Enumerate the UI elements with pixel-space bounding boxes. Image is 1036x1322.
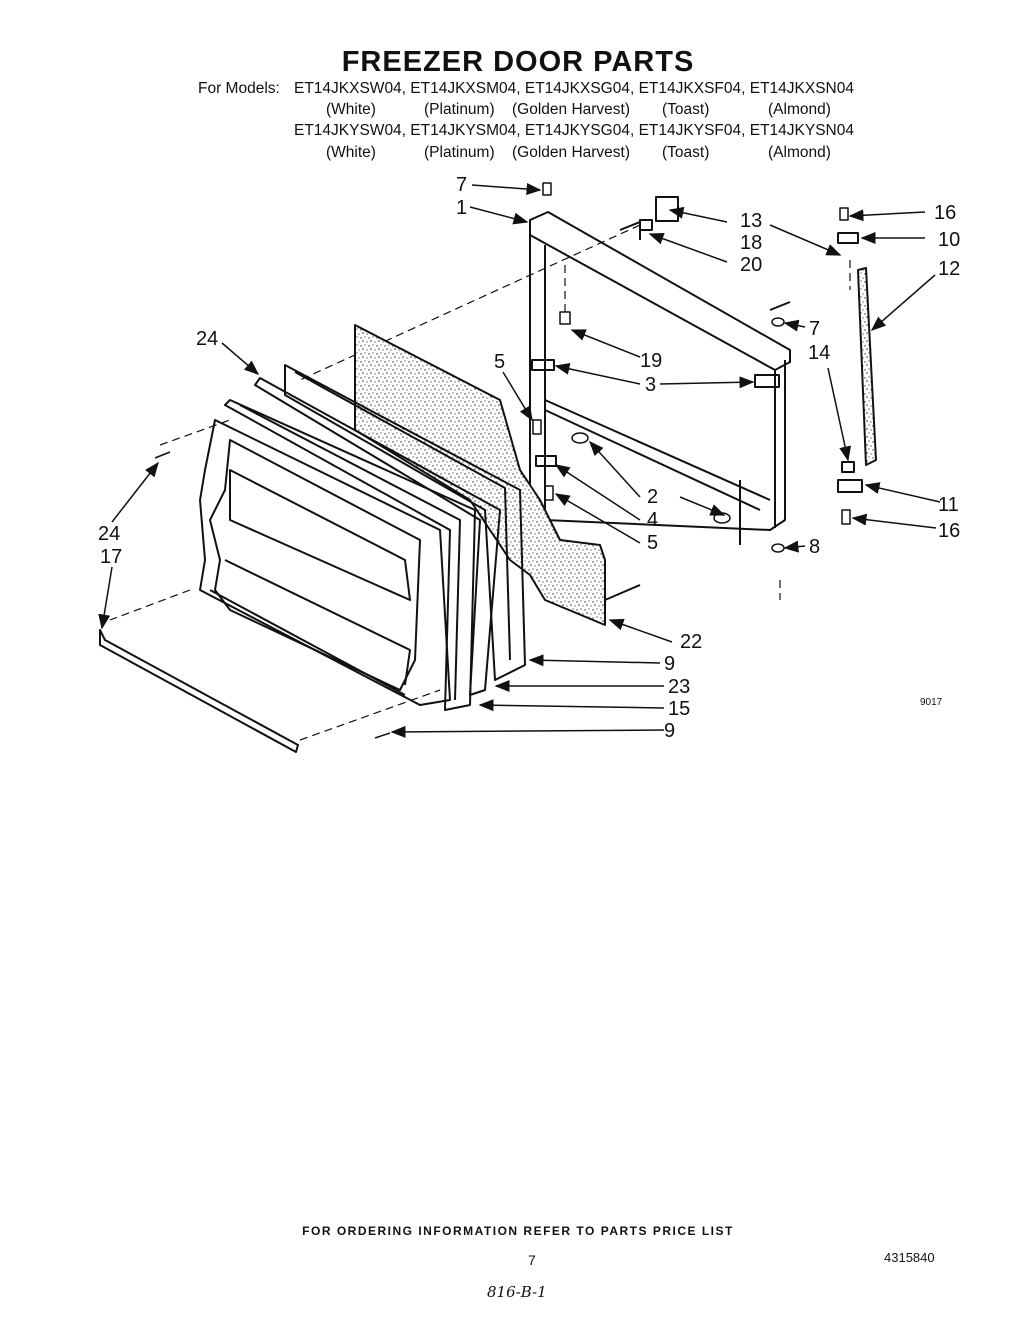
color-white-1: (White) — [326, 101, 376, 118]
diagram-code: 9017 — [920, 697, 943, 708]
bottom-trim-strip — [99, 629, 299, 753]
color-almond-2: (Almond) — [768, 144, 831, 161]
page-title: FREEZER DOOR PARTS — [341, 46, 695, 78]
callout-14: 14 — [808, 342, 830, 364]
model-row-1: ET14JKXSW04, ET14JKXSM04, ET14JKXSG04, E… — [294, 80, 854, 97]
callout-leaders — [98, 183, 941, 738]
color-white-2: (White) — [326, 144, 376, 161]
callout-1: 1 — [456, 197, 467, 219]
callout-5-bottom: 5 — [647, 532, 658, 554]
color-toast-2: (Toast) — [662, 144, 710, 161]
callout-22: 23 — [668, 676, 690, 698]
hinge-hardware — [531, 196, 863, 493]
document-number: 4315840 — [884, 1250, 935, 1265]
callout-21: 22 — [680, 631, 702, 653]
color-toast-1: (Toast) — [662, 101, 710, 118]
callout-13: 13 — [740, 210, 762, 232]
callout-2: 2 — [647, 486, 658, 508]
callout-12: 12 — [938, 258, 960, 280]
callout-16-bottom: 16 — [938, 520, 960, 542]
callout-3: 3 — [645, 374, 656, 396]
color-platinum-1: (Platinum) — [424, 101, 495, 118]
callout-18: 18 — [740, 232, 762, 254]
ordering-info-footer: FOR ORDERING INFORMATION REFER TO PARTS … — [302, 1224, 734, 1238]
callout-15: 15 — [668, 698, 690, 720]
color-golden-harvest-1: (Golden Harvest) — [512, 101, 631, 118]
door-handle — [857, 267, 877, 466]
callout-4: 4 — [647, 509, 658, 531]
color-golden-harvest-2: (Golden Harvest) — [512, 144, 631, 161]
door-outer-shell — [199, 419, 451, 706]
callout-8: 9 — [664, 653, 675, 675]
callout-11: 11 — [938, 494, 959, 516]
callout-6: 7 — [456, 174, 467, 196]
callout-24: 24 — [98, 523, 120, 545]
color-platinum-2: (Platinum) — [424, 144, 495, 161]
model-row-2: ET14JKYSW04, ET14JKYSM04, ET14JKYSG04, E… — [294, 122, 854, 139]
callout-5-top: 5 — [494, 351, 505, 373]
models-label: For Models: — [198, 80, 280, 97]
callout-16-top: 16 — [934, 202, 956, 224]
callout-19: 19 — [640, 350, 662, 372]
callout-7-top: 7 — [809, 318, 820, 340]
color-almond-1: (Almond) — [768, 101, 831, 118]
callout-23: 24 — [196, 328, 218, 350]
callout-20: 20 — [740, 254, 762, 276]
callout-9: 9 — [664, 720, 675, 742]
page-number: 7 — [528, 1252, 536, 1268]
assembly-guide-lines — [109, 224, 851, 741]
callout-17: 17 — [100, 546, 122, 568]
callout-7-bottom: 8 — [809, 536, 820, 558]
handwritten-note: 816-B-1 — [487, 1283, 547, 1301]
callout-10: 10 — [938, 229, 960, 251]
